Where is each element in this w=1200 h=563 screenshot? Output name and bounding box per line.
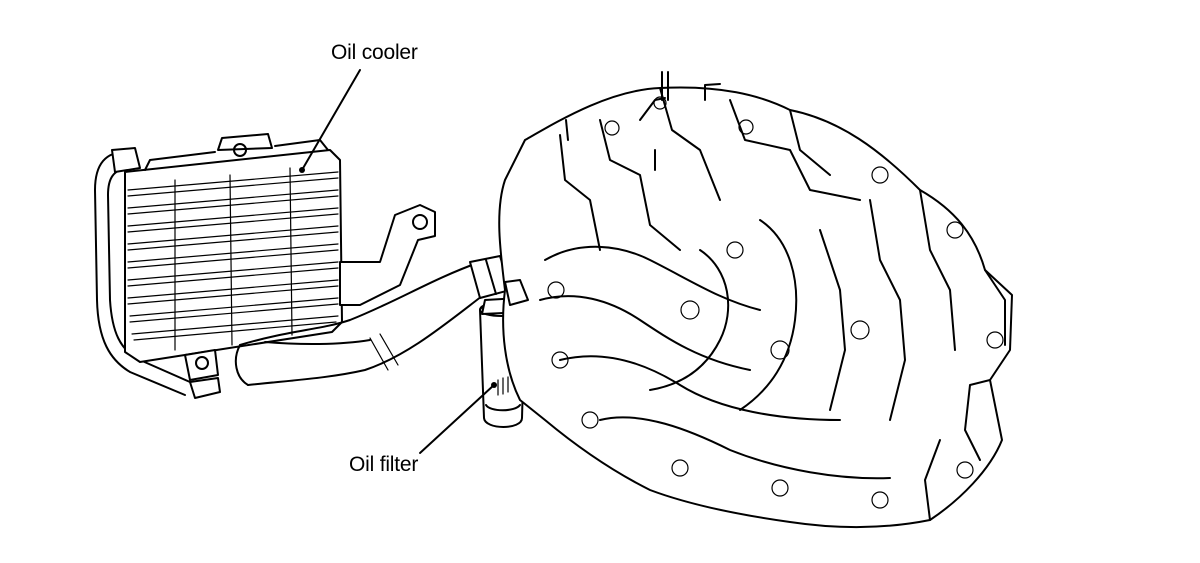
oil-cooler-label: Oil cooler: [331, 41, 418, 64]
oil-cooler-drawing: [94, 133, 511, 399]
oil-filter-leader-line: [419, 384, 495, 454]
oil-filter-leader-dot: [491, 382, 497, 388]
oil-filter-label: Oil filter: [349, 453, 419, 476]
oil-cooler-leader-dot: [299, 167, 305, 173]
oil-cooler-leader-line: [301, 69, 361, 171]
transaxle-drawing: [498, 71, 1013, 528]
